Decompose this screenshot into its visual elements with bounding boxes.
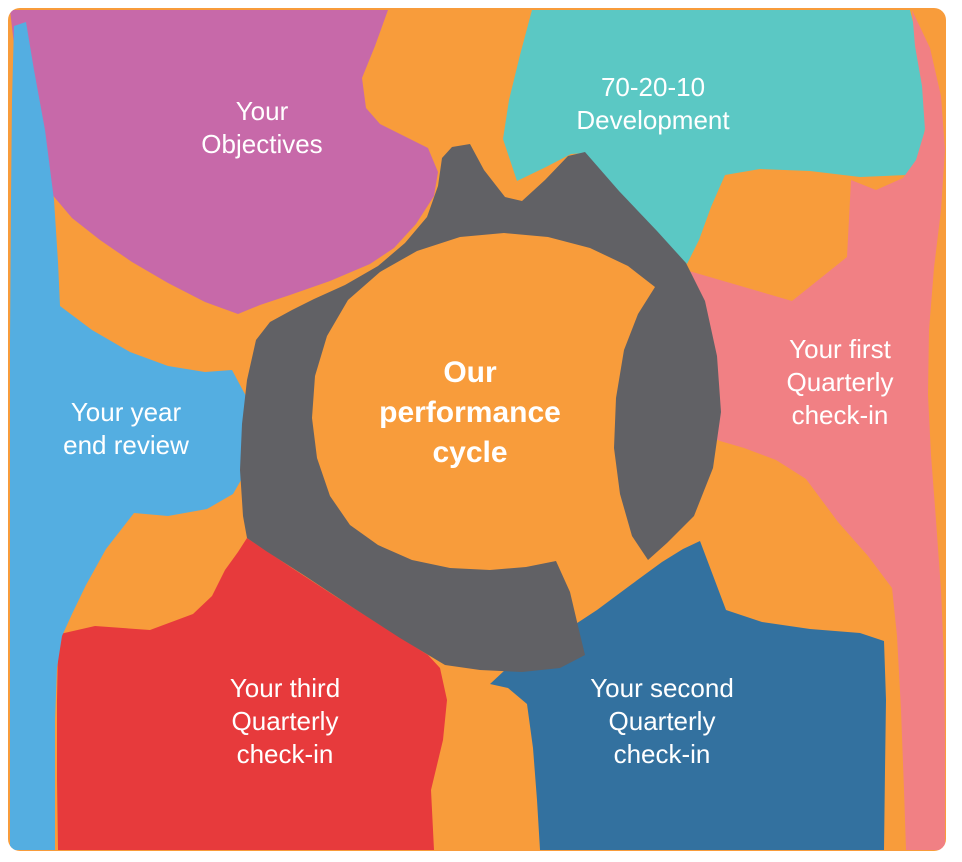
center-title: Our performance cycle [379,356,561,469]
label-second-quarterly-check-in: Your second Quarterly check-in [590,673,734,769]
label-year-end-line1: Your year [71,397,182,427]
blob-third-quarterly-check-in [57,538,447,850]
label-development-line2: Development [576,105,730,135]
blob-second-quarterly-check-in [490,541,886,850]
label-year-end-review: Your year end review [63,397,189,460]
label-second-checkin-line3: check-in [614,739,711,769]
blob-year-end-review [10,22,252,850]
center-title-line3: cycle [432,436,507,469]
label-third-checkin-line2: Quarterly [232,706,339,736]
label-your-objectives-line2: Objectives [201,129,322,159]
label-second-checkin-line2: Quarterly [609,706,716,736]
label-development-line1: 70-20-10 [601,72,705,102]
label-third-quarterly-check-in: Your third Quarterly check-in [230,673,340,769]
center-title-line1: Our [443,356,497,389]
label-70-20-10-development: 70-20-10 Development [576,72,730,135]
label-your-objectives: Your Objectives [201,96,322,159]
label-year-end-line2: end review [63,430,189,460]
label-first-quarterly-check-in: Your first Quarterly check-in [787,334,894,430]
label-your-objectives-line1: Your [236,96,289,126]
label-first-checkin-line3: check-in [792,400,889,430]
label-first-checkin-line1: Your first [789,334,891,364]
cycle-ring-arrow [240,144,721,672]
blob-your-objectives [10,10,438,314]
blob-first-quarterly-check-in [646,10,945,850]
label-second-checkin-line1: Your second [590,673,734,703]
blob-70-20-10-development [503,10,926,264]
label-first-checkin-line2: Quarterly [787,367,894,397]
label-third-checkin-line3: check-in [237,739,334,769]
label-third-checkin-line1: Your third [230,673,340,703]
center-title-line2: performance [379,396,561,429]
